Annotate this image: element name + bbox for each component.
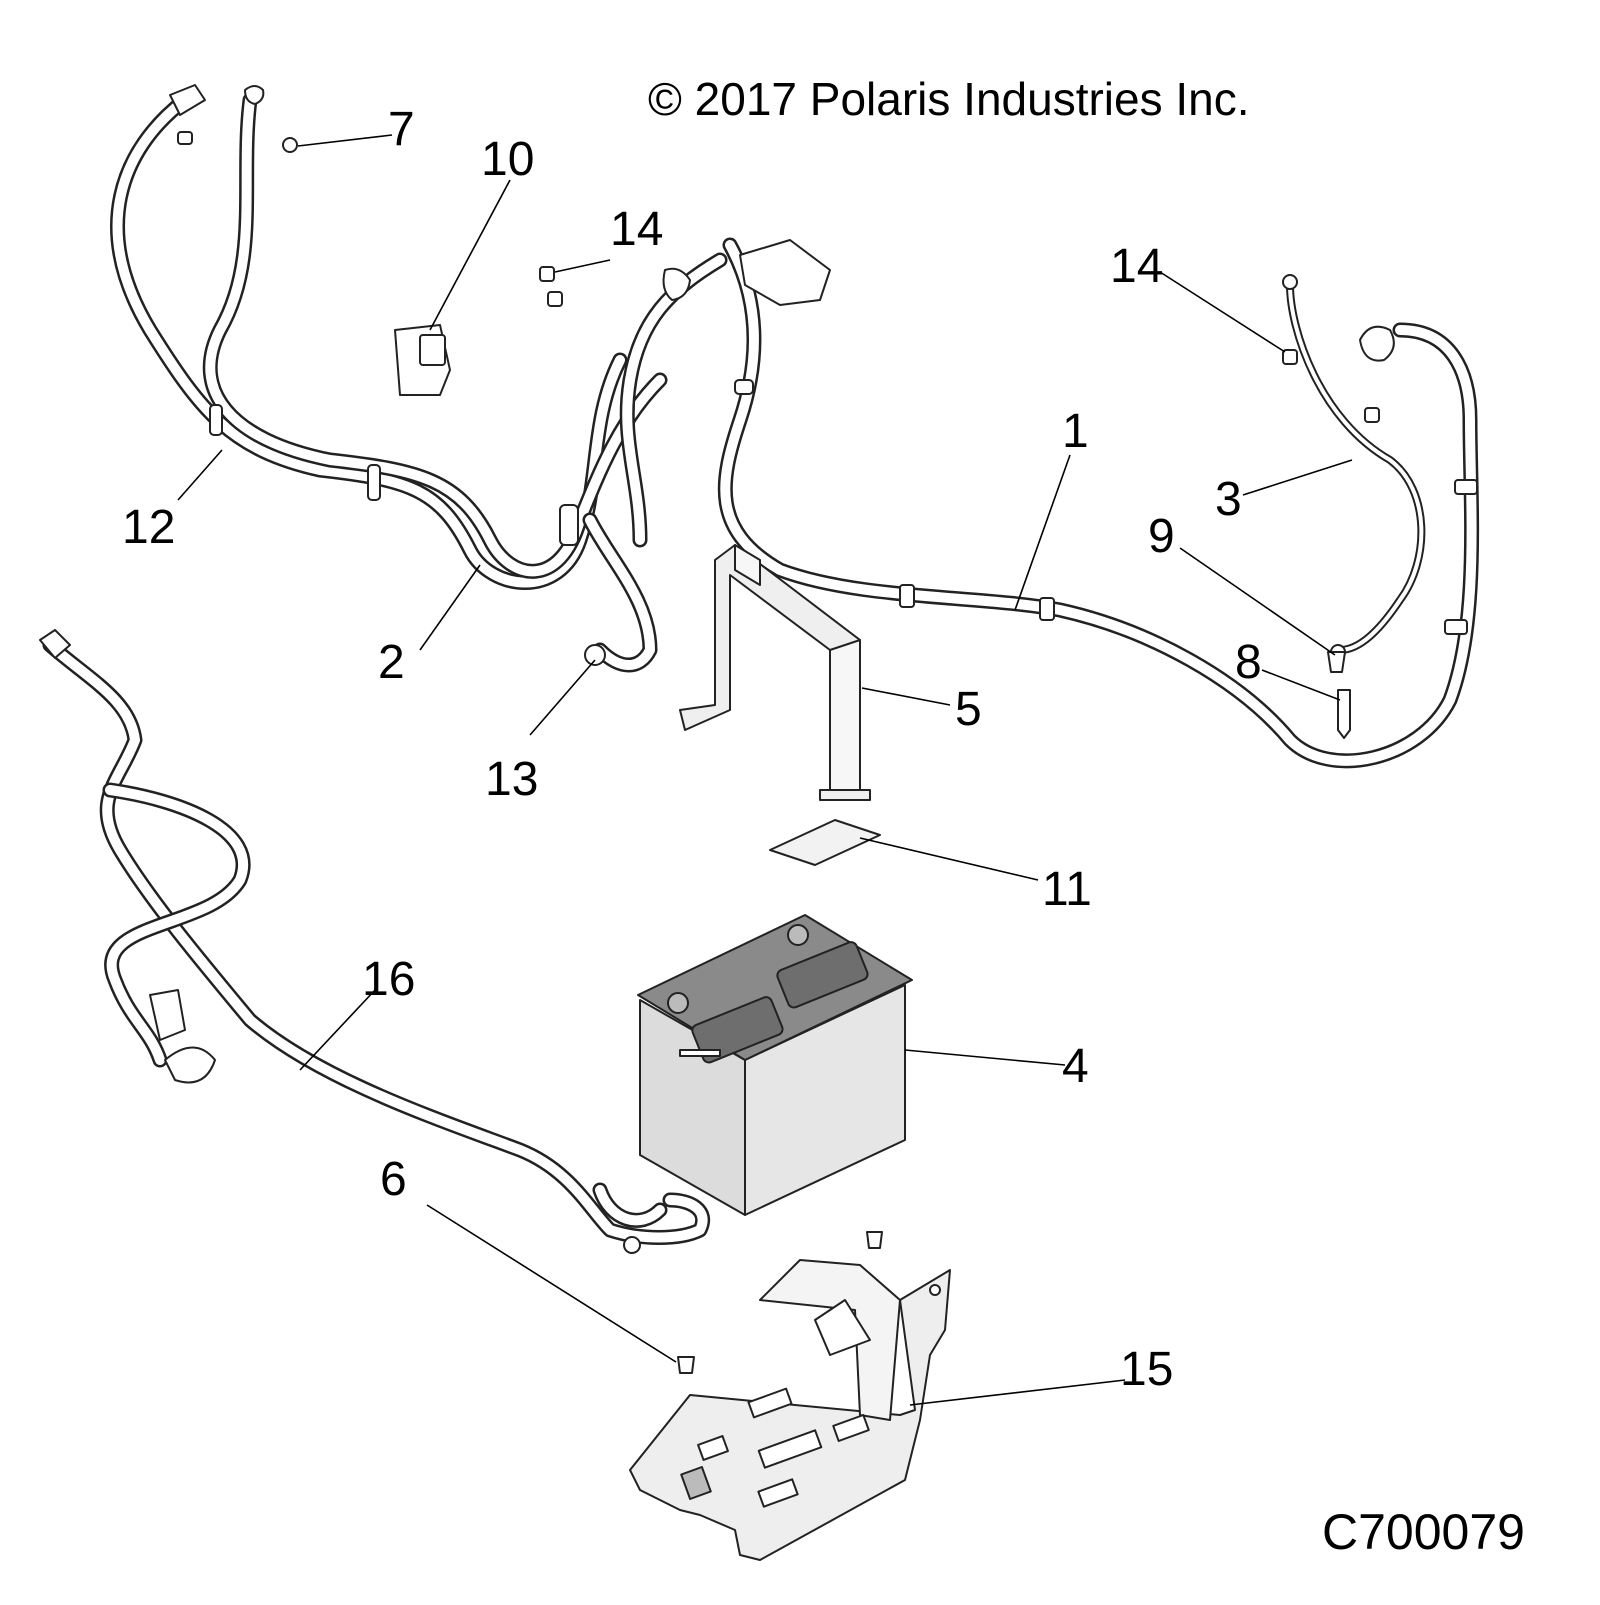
copyright-notice: © 2017 Polaris Industries Inc. bbox=[648, 73, 1250, 125]
figure-code: C700079 bbox=[1322, 1504, 1525, 1560]
part-11-pad bbox=[769, 819, 881, 866]
callout-11: 11 bbox=[1042, 863, 1092, 916]
callout-2: 2 bbox=[378, 636, 405, 689]
callout-14-right: 14 bbox=[1110, 240, 1163, 293]
callout-16: 16 bbox=[362, 953, 415, 1006]
leader-lines bbox=[177, 134, 1353, 1406]
callout-9: 9 bbox=[1148, 510, 1175, 563]
callout-3: 3 bbox=[1215, 473, 1242, 526]
callout-14-left: 14 bbox=[610, 203, 663, 256]
part-9-clip bbox=[1327, 651, 1346, 673]
callout-labels: 1 2 3 4 5 6 7 8 9 10 11 12 13 14 14 15 1… bbox=[122, 103, 1262, 1396]
part-5-bracket bbox=[679, 544, 871, 801]
part-15-tray bbox=[629, 1259, 951, 1561]
callout-1: 1 bbox=[1062, 405, 1089, 458]
part-7-nut bbox=[282, 137, 298, 153]
callout-10: 10 bbox=[481, 133, 534, 186]
callout-4: 4 bbox=[1062, 1040, 1089, 1093]
part-6-bolt bbox=[677, 1356, 695, 1374]
part-8-stud bbox=[1337, 689, 1351, 739]
callout-8: 8 bbox=[1235, 636, 1262, 689]
hardware bbox=[282, 137, 1380, 739]
part-4-battery bbox=[637, 914, 913, 1216]
callout-13: 13 bbox=[485, 753, 538, 806]
part-16-harness bbox=[39, 629, 711, 1254]
callout-12: 12 bbox=[122, 501, 175, 554]
callout-5: 5 bbox=[955, 683, 982, 736]
part-1-main-cable bbox=[619, 237, 1480, 769]
callout-7: 7 bbox=[388, 103, 415, 156]
part-14-nut-right bbox=[1282, 349, 1298, 365]
part-14-nut-left bbox=[539, 266, 555, 282]
callout-15: 15 bbox=[1120, 1343, 1173, 1396]
part-2-harness bbox=[110, 84, 668, 673]
callout-6: 6 bbox=[380, 1153, 407, 1206]
tray-screw bbox=[866, 1231, 883, 1249]
